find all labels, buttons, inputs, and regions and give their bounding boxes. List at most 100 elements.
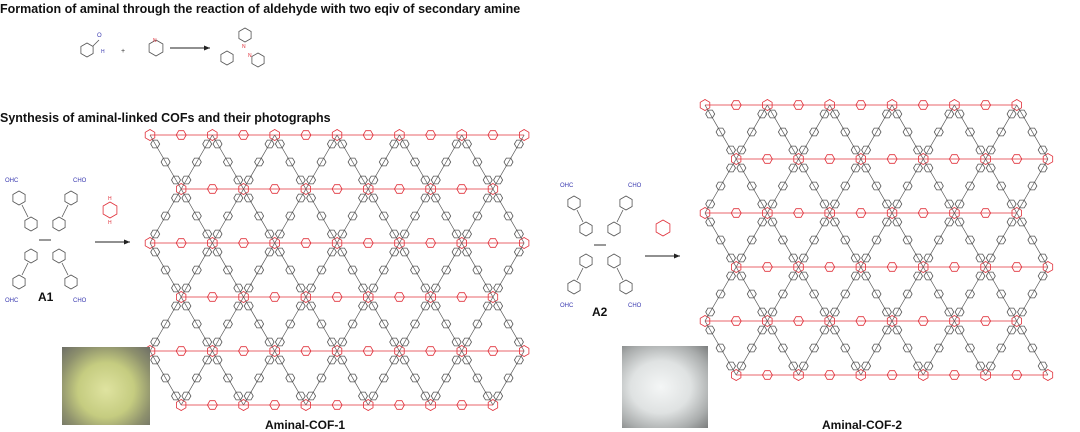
aminal-cof-2-biphenyl-edge	[860, 158, 893, 214]
aminal-cof-1-biphenyl-edge	[492, 242, 525, 298]
aminal-cof-2-piperazine-ring	[980, 316, 992, 326]
aminal-cof-2-phenyl-ring	[819, 199, 830, 209]
aminal-cof-2-phenyl-ring	[861, 361, 872, 371]
aminal-cof-2-phenyl-ring	[954, 109, 965, 119]
aminal-cof-2-phenyl-ring	[829, 199, 840, 209]
aminal-cof-2-phenyl-ring	[881, 307, 892, 317]
aminal-cof-1-piperazine-ring	[425, 238, 437, 248]
monomer-a2-bond	[576, 209, 584, 223]
aminal-cof-2-piperazine-ring	[824, 370, 836, 380]
aminal-cof-1-aminal-node	[144, 237, 156, 249]
aminal-cof-2-core-ring	[1027, 235, 1038, 245]
aminal-cof-2-phenyl-ring	[798, 271, 809, 281]
aminal-cof-2-piperazine-ring	[1011, 262, 1023, 272]
aminal-cof-2-biphenyl-edge	[922, 158, 955, 214]
aminal-cof-1-aminal-node	[425, 183, 436, 195]
aminal-cof-1-aminal-node	[238, 291, 249, 303]
aminal-cof-2-phenyl-ring	[736, 361, 747, 371]
aminal-cof-2-biphenyl-edge	[922, 320, 955, 376]
aminal-cof-2-phenyl-ring	[788, 253, 799, 263]
aminal-cof-1-phenyl-ring	[420, 301, 431, 311]
aminal-cof-1-phenyl-ring	[243, 193, 254, 203]
aminal-cof-1-biphenyl-edge	[367, 296, 400, 352]
aminal-cof-2-core-ring	[996, 289, 1007, 299]
aminal-cof-1-core-ring	[160, 211, 171, 221]
aminal-cof-2-core-ring	[871, 289, 882, 299]
aminal-cof-2-piperazine-ring	[824, 154, 836, 164]
aminal-cof-1-biphenyl-edge	[180, 296, 213, 352]
aminal-cof-1-piperazine-ring	[362, 238, 374, 248]
aminal-cof-2-aminal-node	[949, 315, 960, 327]
aminal-cof-1-biphenyl-edge	[492, 296, 525, 352]
monomer-a2-ring	[579, 221, 593, 237]
aminal-cof-1-phenyl-ring	[306, 283, 317, 293]
aminal-cof-2-phenyl-ring	[954, 199, 965, 209]
aminal-cof-1-phenyl-ring	[295, 301, 306, 311]
aminal-cof-1-core-ring	[347, 373, 358, 383]
aminal-cof-1-biphenyl-edge	[305, 296, 338, 352]
aminal-cof-2-phenyl-ring	[798, 253, 809, 263]
aminal-cof-1-biphenyl-edge	[305, 134, 338, 190]
aminal-cof-1-biphenyl-edge	[243, 188, 276, 244]
aminal-cof-2-phenyl-ring	[985, 145, 996, 155]
aminal-cof-1-biphenyl-edge	[305, 242, 338, 298]
aminal-cof-2-aminal-node	[699, 99, 711, 111]
aminal-cof-2-aminal-node	[762, 315, 773, 327]
aminal-cof-2-piperazine-ring	[948, 154, 960, 164]
aminal-cof-1-piperazine-ring	[425, 130, 437, 140]
aminal-cof-1-piperazine-ring	[331, 400, 343, 410]
aminal-cof-2-phenyl-ring	[881, 199, 892, 209]
aminal-cof-1-phenyl-ring	[451, 355, 462, 365]
aminal-cof-1-biphenyl-edge	[212, 296, 244, 352]
aminal-cof-2-aminal-node	[980, 153, 991, 165]
aminal-cof-2-phenyl-ring	[798, 361, 809, 371]
aminal-cof-1-aminal-node	[519, 345, 530, 357]
aminal-cof-1-phenyl-ring	[233, 193, 244, 203]
aminal-cof-1-phenyl-ring	[389, 229, 400, 239]
aminal-cof-1-phenyl-ring	[389, 247, 400, 257]
aminal-cof-1-phenyl-ring	[326, 247, 337, 257]
aminal-cof-1-phenyl-ring	[274, 229, 285, 239]
aminal-cof-2-phenyl-ring	[1006, 199, 1017, 209]
aminal-cof-2-core-ring	[902, 235, 913, 245]
aminal-cof-1-core-ring	[378, 373, 389, 383]
aminal-cof-2-core-ring	[777, 181, 788, 191]
aminal-cof-2-core-ring	[1027, 343, 1038, 353]
aminal-cof-2-core-ring	[933, 235, 944, 245]
aminal-cof-2-biphenyl-edge	[954, 212, 986, 268]
aminal-cof-2-biphenyl-edge	[1016, 158, 1049, 214]
hydrogen-label: H	[101, 49, 105, 55]
aminal-cof-1-biphenyl-edge	[212, 134, 244, 190]
aminal-cof-2-aminal-node	[918, 369, 929, 381]
aminal-cof-1-core-ring	[347, 265, 358, 275]
aminal-cof-2-phenyl-ring	[1017, 109, 1027, 119]
monomer-a1-aldehyde-label: CHO	[73, 178, 87, 184]
aminal-cof-1-core-ring	[347, 157, 358, 167]
aminal-cof-1-biphenyl-edge	[367, 350, 400, 406]
aminal-cof-1-piperazine-ring	[206, 292, 218, 302]
aminal-cof-1-piperazine-ring	[175, 238, 187, 248]
aminal-cof-1-biphenyl-edge	[461, 242, 494, 298]
aminal-cof-1-piperazine-ring	[362, 130, 374, 140]
aminal-cof-2-biphenyl-edge	[798, 320, 831, 376]
monomer-a1-bond	[61, 262, 69, 276]
aminal-cof-1-phenyl-ring	[233, 283, 244, 293]
aminal-cof-2-phenyl-ring	[726, 271, 736, 281]
aminal-cof-1-aminal-node	[331, 237, 343, 249]
aminal-cof-1-core-ring	[285, 373, 296, 383]
aminal-cof-1-piperazine-ring	[393, 400, 405, 410]
aminal-cof-2-aminal-node	[855, 369, 866, 381]
aminal-cof-1-phenyl-ring	[451, 337, 462, 347]
aminal-cof-2-aminal-node	[824, 99, 835, 111]
aminal-cof-1-aminal-node	[487, 291, 499, 303]
aminal-cof-1-aminal-node	[238, 183, 249, 195]
aminal-cof-1-biphenyl-edge	[180, 350, 213, 406]
aminal-cof-2-phenyl-ring	[705, 307, 716, 317]
aminal-cof-1-phenyl-ring	[181, 391, 192, 401]
aminal-cof-2-core-ring	[715, 127, 726, 137]
monomer-a1-ring	[64, 274, 78, 290]
aminal-cof-2-phenyl-ring	[944, 199, 955, 209]
monomer-a2-aldehyde-label: OHC	[560, 183, 574, 189]
aminal-cof-1-phenyl-ring	[202, 337, 213, 347]
